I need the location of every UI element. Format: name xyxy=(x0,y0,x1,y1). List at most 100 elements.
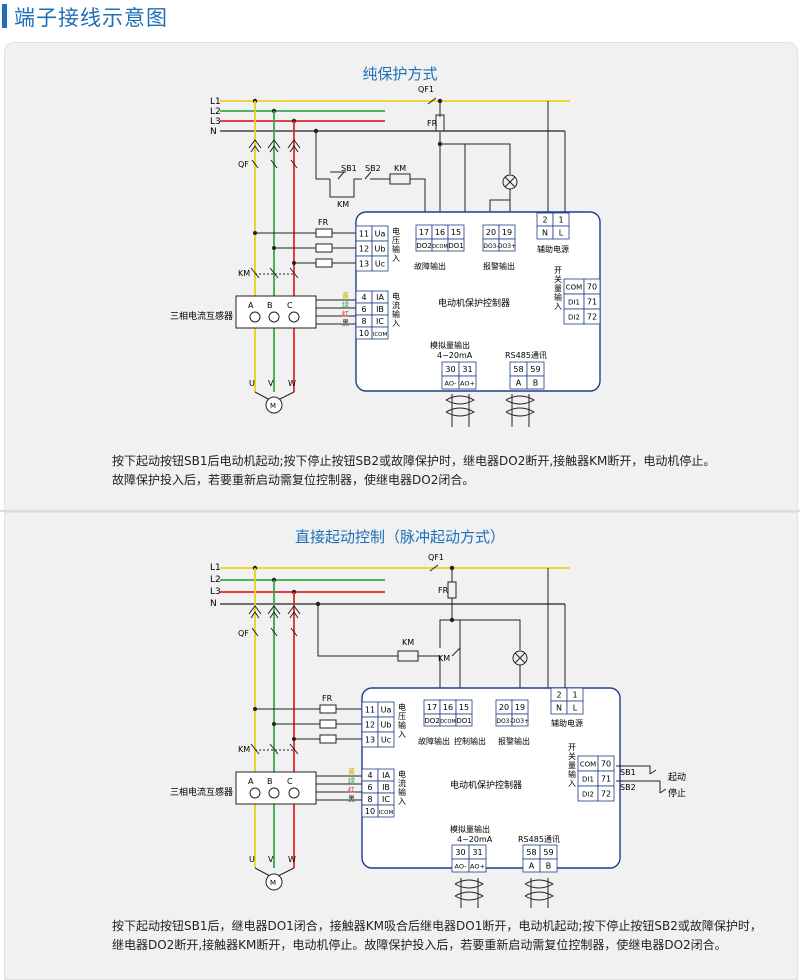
current-input-label-char: 入 xyxy=(392,319,400,328)
ao-term-num: 31 xyxy=(472,848,482,857)
ct-phase-b: B xyxy=(267,301,273,310)
switch-input-label-char: 量 xyxy=(554,284,562,293)
alarm-term-name: DO3+ xyxy=(498,243,516,250)
qf-label: QF xyxy=(238,160,249,169)
ao-term-name: AO+ xyxy=(470,863,485,871)
header-accent-bar xyxy=(2,4,7,28)
line-label-n: N xyxy=(210,127,217,137)
volt-term-name: Uc xyxy=(375,260,385,269)
voltage-input-label-char: 入 xyxy=(398,730,406,739)
aux-term-name-box xyxy=(552,225,570,240)
alarm-term-name-box xyxy=(498,238,516,252)
motor-u: U xyxy=(249,855,255,864)
sb2-label: SB2 xyxy=(620,783,636,792)
curr-term-name-box xyxy=(371,326,389,340)
voltage-input-label-char: 压 xyxy=(398,712,406,721)
aux-term-num: 2 xyxy=(542,216,547,225)
fault-term-name: DO2 xyxy=(424,717,439,725)
alarm-term-num: 20 xyxy=(486,228,496,237)
di-term-num: 70 xyxy=(601,760,611,769)
qf1-label: QF1 xyxy=(428,553,444,562)
fault-term-num: 16 xyxy=(435,228,445,237)
page-header: 端子接线示意图 xyxy=(0,0,800,34)
rs-term-name-box xyxy=(526,375,545,390)
km-aux-label: KM xyxy=(438,654,450,663)
fault-term-num: 17 xyxy=(419,228,429,237)
current-input-label-char: 入 xyxy=(398,797,406,806)
sb1-label: SB1 xyxy=(620,768,636,777)
wire-color-red: 红 xyxy=(348,785,355,794)
ct-phase-c: C xyxy=(287,301,293,310)
qf-label: QF xyxy=(238,629,249,638)
control-output-label: 控制输出 xyxy=(454,736,486,746)
switch-input-label-char: 关 xyxy=(554,274,562,284)
fr-label-top: FR xyxy=(427,119,438,128)
motor-w: W xyxy=(288,855,296,864)
di-term-name: DI2 xyxy=(582,791,594,799)
ct-phase-a: A xyxy=(248,777,254,786)
rs485-label: RS485通讯 xyxy=(518,834,560,844)
section2-desc-line-1: 按下起动按钮SB1后，继电器DO1闭合，接触器KM吸合后继电器DO1断开，电动机… xyxy=(112,919,762,933)
ct-label: 三相电流互感器 xyxy=(170,310,233,322)
fault-term-name: DO1 xyxy=(456,717,471,725)
volt-term-name: Ua xyxy=(375,230,386,239)
fault-term-num: 15 xyxy=(451,228,461,237)
ao-term-name-box xyxy=(468,858,487,873)
fault-term-name-box xyxy=(455,713,473,727)
volt-term-name: Ub xyxy=(375,245,386,254)
volt-term-name-box xyxy=(377,731,395,748)
fr-label-top: FR xyxy=(438,586,449,595)
line-label-l1: L1 xyxy=(210,97,221,107)
voltage-input-label-char: 输 xyxy=(398,720,406,730)
aux-term-name: L xyxy=(559,229,564,238)
curr-term-name-box xyxy=(377,804,395,818)
di-term-name: COM xyxy=(580,761,596,769)
di-term-num: 72 xyxy=(601,790,611,799)
line-label-l2: L2 xyxy=(210,107,221,117)
section2-title: 直接起动控制（脉冲起动方式） xyxy=(294,528,505,546)
rs-term-name: B xyxy=(546,862,552,871)
volt-term-name: Ua xyxy=(381,706,392,715)
current-input-label-char: 电 xyxy=(398,769,406,779)
motor-v: V xyxy=(268,855,274,864)
fault-term-name: DCOM xyxy=(432,244,448,250)
alarm-term-num: 19 xyxy=(515,703,525,712)
sb1-label: SB1 xyxy=(341,164,357,173)
fault-term-name: DO1 xyxy=(448,242,463,250)
fault-term-num: 16 xyxy=(443,703,453,712)
wiring-diagram-direct-start: L1 L2 L3 N QF QF1 FR KM KM xyxy=(170,553,686,908)
stop-label: 停止 xyxy=(668,787,686,799)
ao-term-num: 30 xyxy=(455,848,465,857)
line-label-n: N xyxy=(210,599,217,609)
analog-range-label: 4~20mA xyxy=(437,351,473,360)
motor-symbol: M xyxy=(270,879,276,887)
wire-color-yellow: 黄 xyxy=(342,291,349,300)
bus-lines-2: L1 L2 L3 N xyxy=(210,563,570,609)
line-label-l2: L2 xyxy=(210,575,221,585)
motor-u: U xyxy=(249,379,255,388)
ao-term-name-box xyxy=(458,375,477,390)
motor-icon xyxy=(265,396,283,414)
volt-term-num: 13 xyxy=(359,260,369,269)
section1-desc-line-2: 故障保护投入后，若要重新启动需复位控制器，使继电器DO2闭合。 xyxy=(112,473,475,487)
fr-label-voltage: FR xyxy=(322,694,333,703)
switch-input-label-char: 输 xyxy=(554,292,562,302)
start-label: 起动 xyxy=(668,772,686,783)
curr-term-num: 6 xyxy=(361,305,366,314)
alarm-term-name-box xyxy=(511,713,529,727)
volt-term-name-box xyxy=(371,255,389,272)
curr-term-name: IB xyxy=(382,783,390,792)
curr-term-num: 6 xyxy=(367,783,372,792)
voltage-input-label-char: 电 xyxy=(398,702,406,712)
bus-lines: L1 L2 L3 N xyxy=(210,97,570,137)
fr-label-voltage: FR xyxy=(318,218,329,227)
aux-term-name: L xyxy=(573,704,578,713)
rs-term-num: 59 xyxy=(530,365,540,374)
aux-term-name: N xyxy=(556,704,562,713)
ao-term-name: AO- xyxy=(445,380,458,388)
ao-term-num: 31 xyxy=(462,365,472,374)
fault-term-num: 15 xyxy=(459,703,469,712)
curr-term-name: IC xyxy=(382,795,390,804)
volt-term-num: 13 xyxy=(365,736,375,745)
di-term-name: DI1 xyxy=(582,776,594,784)
